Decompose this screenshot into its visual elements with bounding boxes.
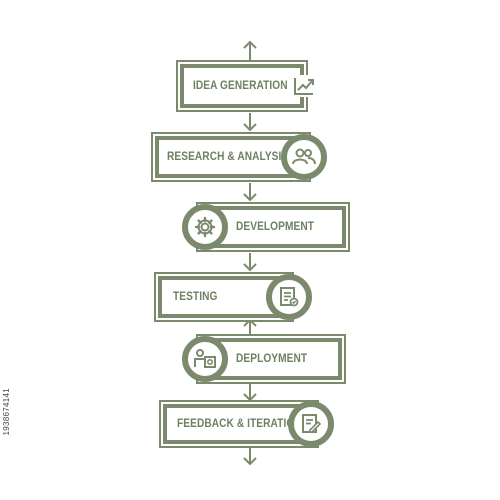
- arrow-down-5: [243, 382, 257, 402]
- stock-id-watermark: 1938674141: [2, 388, 11, 436]
- arrow-up-4: [243, 318, 257, 338]
- feedback-document-icon: [288, 401, 334, 447]
- arrow-up-top: [243, 40, 257, 62]
- step-testing: TESTING: [158, 276, 290, 318]
- step-label: DEVELOPMENT: [236, 221, 315, 233]
- step-label: FEEDBACK & ITERATION: [177, 418, 302, 430]
- gear-icon: [182, 204, 228, 250]
- step-idea-generation: IDEA GENERATION: [180, 64, 304, 108]
- team-users-icon: [281, 134, 327, 180]
- step-label: TESTING: [173, 291, 218, 303]
- step-label: RESEARCH & ANALYSIS: [167, 151, 289, 163]
- step-label: DEPLOYMENT: [236, 353, 308, 365]
- arrow-down-1: [243, 112, 257, 132]
- arrow-down-3: [243, 252, 257, 272]
- step-label: IDEA GENERATION: [193, 80, 288, 92]
- arrow-down-bottom: [243, 446, 257, 466]
- deploy-people-icon: [182, 336, 228, 382]
- arrow-down-2: [243, 182, 257, 202]
- checklist-icon: [266, 274, 312, 320]
- idea-chart-icon: [292, 75, 316, 97]
